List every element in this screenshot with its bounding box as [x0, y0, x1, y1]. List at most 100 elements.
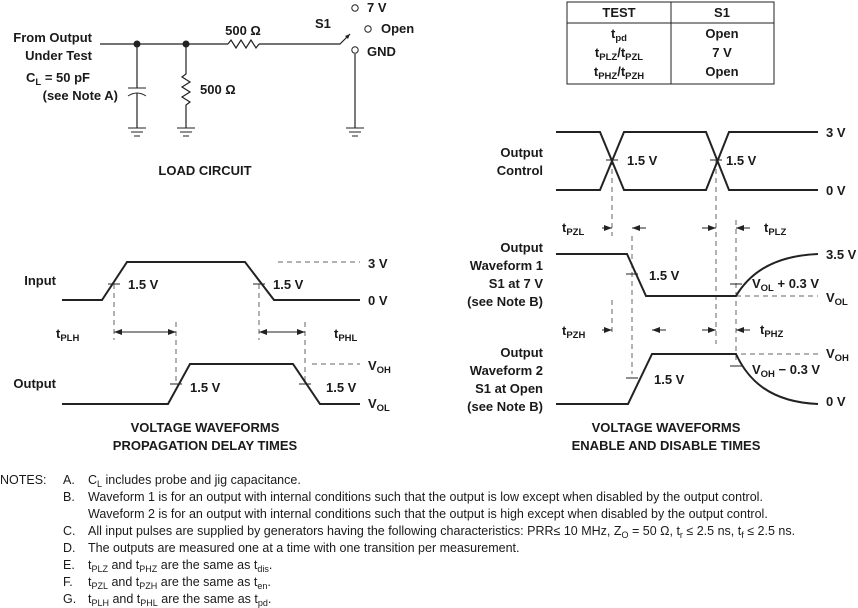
note-b-letter: B. — [63, 490, 75, 504]
waveform2-label-line3: S1 at Open — [475, 381, 543, 396]
arrow-icon — [604, 225, 612, 231]
output-control-label-line1: Output — [500, 145, 543, 160]
output-control-waveform-b — [556, 131, 818, 191]
input-rise-1p5v: 1.5 V — [128, 277, 159, 292]
note-d-text: The outputs are measured one at a time w… — [88, 541, 519, 555]
arrow-icon — [604, 327, 612, 333]
see-note-a-label: (see Note A) — [43, 88, 118, 103]
arrow-icon — [708, 327, 716, 333]
table-header-s1: S1 — [714, 5, 730, 20]
oc-lvl-0v: 0 V — [826, 183, 846, 198]
tplz-label: tPLZ — [764, 220, 786, 238]
lvl-0v: 0 V — [368, 293, 388, 308]
table-cell-test: tPHZ/tPZH — [594, 64, 644, 82]
tphz-label: tPHZ — [760, 322, 784, 340]
crossing-ticks — [606, 159, 742, 379]
table-cell-s1: Open — [705, 26, 738, 41]
note-b-text-line2: Waveform 2 is for an output with interna… — [88, 507, 768, 521]
arrow-icon — [297, 329, 305, 335]
note-f-text: tPZL and tPZH are the same as ten. — [88, 575, 271, 591]
tphl-label: tPHL — [334, 326, 358, 344]
switch-arrow-icon — [345, 34, 350, 39]
shunt-resistor-symbol — [180, 44, 192, 128]
w2-lvl-0v: 0 V — [826, 394, 846, 409]
cl-label: CL = 50 pF — [26, 70, 90, 88]
tplh-label: tPLH — [56, 326, 79, 344]
arrow-icon — [736, 225, 744, 231]
load-circuit-caption: LOAD CIRCUIT — [158, 163, 251, 178]
note-e-letter: E. — [63, 558, 75, 572]
w2-1p5v: 1.5 V — [654, 372, 685, 387]
terminal-open-label: Open — [381, 21, 414, 36]
note-g-text: tPLH and tPHL are the same as tpd. — [88, 592, 271, 608]
enable-disable-waveforms: Output Control Output Waveform 1 S1 at 7… — [467, 125, 857, 453]
waveform1-label-line3: S1 at 7 V — [489, 276, 544, 291]
note-c-text: All input pulses are supplied by generat… — [88, 524, 795, 540]
note-a-text: CL includes probe and jig capacitance. — [88, 473, 301, 489]
table-cell-s1: 7 V — [712, 45, 732, 60]
oc-enable-1p5v: 1.5 V — [627, 153, 658, 168]
note-e-text: tPLZ and tPHZ are the same as tdis. — [88, 558, 272, 574]
enable-disable-caption-line1: VOLTAGE WAVEFORMS — [592, 420, 741, 435]
arrow-icon — [168, 329, 176, 335]
ground-symbol-icon — [177, 127, 195, 137]
output-control-waveform-a — [556, 131, 818, 191]
waveform2-label-line1: Output — [500, 345, 543, 360]
output-label: Output — [13, 376, 56, 391]
note-g-letter: G. — [63, 592, 76, 606]
terminal-gnd — [351, 46, 359, 54]
arrow-icon — [736, 327, 744, 333]
terminal-gnd-label: GND — [367, 44, 396, 59]
prop-delay-caption-line1: VOLTAGE WAVEFORMS — [131, 420, 280, 435]
table-cell-test: tpd — [611, 26, 627, 44]
lvl-3v: 3 V — [368, 256, 388, 271]
waveform2-label-line4: (see Note B) — [467, 399, 543, 414]
switch-label: S1 — [315, 16, 331, 31]
table-grid — [567, 2, 774, 84]
s1-test-table: TEST S1 tpd tPLZ/tPZL tPHZ/tPZH Open 7 V… — [566, 1, 775, 85]
w2-voh: VOH — [826, 346, 849, 364]
output-fall-1p5v: 1.5 V — [326, 380, 357, 395]
notes-heading: NOTES: — [0, 473, 47, 487]
waveform1-label-line2: Waveform 1 — [470, 258, 543, 273]
w1-1p5v: 1.5 V — [649, 268, 680, 283]
table-cell-test: tPLZ/tPZL — [595, 45, 643, 63]
from-output-label-line2: Under Test — [25, 48, 93, 63]
enable-disable-caption-line2: ENABLE AND DISABLE TIMES — [572, 438, 761, 453]
table-header-test: TEST — [602, 5, 635, 20]
arrow-icon — [114, 329, 122, 335]
load-circuit: From Output Under Test 500 Ω S1 7 V Open… — [13, 0, 414, 178]
w1-lvl-3p5v: 3.5 V — [826, 247, 857, 262]
waveform1-label-line1: Output — [500, 240, 543, 255]
output-waveform — [62, 363, 360, 405]
note-c-letter: C. — [63, 524, 76, 538]
note-a-letter: A. — [63, 473, 75, 487]
prop-delay-caption-line2: PROPAGATION DELAY TIMES — [113, 438, 298, 453]
terminal-7v-label: 7 V — [367, 0, 387, 15]
terminal-7v — [351, 4, 359, 12]
note-f-letter: F. — [63, 575, 73, 589]
arrow-icon — [259, 329, 267, 335]
input-waveform — [62, 261, 360, 301]
arrow-icon — [632, 225, 640, 231]
crossing-ticks — [108, 283, 311, 385]
ground-symbol-icon — [128, 127, 146, 137]
note-d-letter: D. — [63, 541, 76, 555]
ground-symbol-icon — [346, 127, 364, 137]
terminal-open — [364, 25, 372, 33]
lvl-voh: VOH — [368, 358, 391, 376]
lvl-vol: VOL — [368, 396, 390, 414]
tpzl-label: tPZL — [562, 220, 584, 238]
arrow-icon — [708, 225, 716, 231]
output-waveform-1 — [556, 253, 819, 297]
oc-disable-1p5v: 1.5 V — [726, 153, 757, 168]
series-resistor-symbol — [227, 38, 260, 50]
arrow-icon — [652, 327, 660, 333]
switch-arm — [259, 33, 351, 45]
waveform2-label-line2: Waveform 2 — [470, 363, 543, 378]
notes: NOTES: A. CL includes probe and jig capa… — [0, 473, 795, 608]
input-fall-1p5v: 1.5 V — [273, 277, 304, 292]
from-output-label-line1: From Output — [13, 30, 92, 45]
shunt-resistor-label: 500 Ω — [200, 82, 236, 97]
